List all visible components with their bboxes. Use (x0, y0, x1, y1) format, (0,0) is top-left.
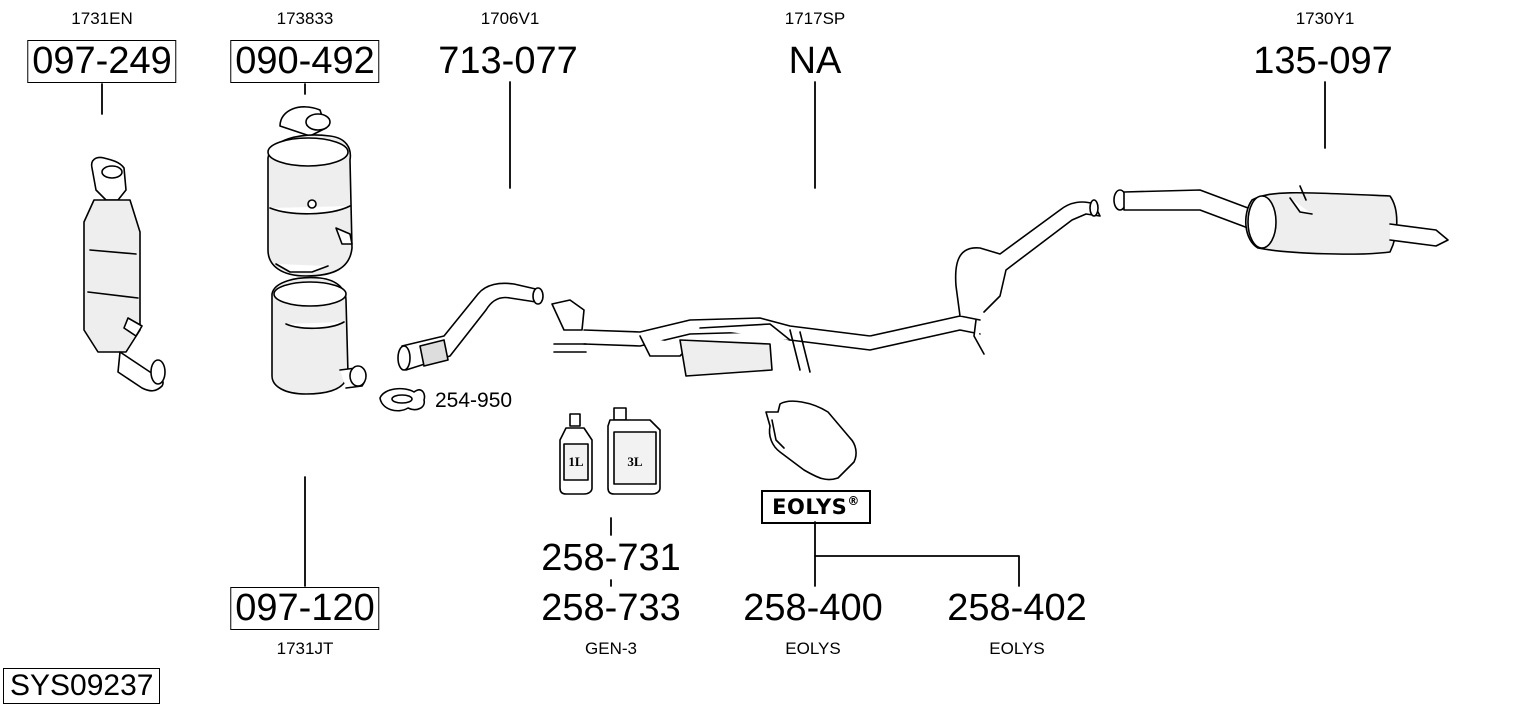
ref-eolys-258-402: EOLYS (989, 639, 1045, 658)
clamp-254-950 (379, 387, 426, 412)
front-pipe-713-077 (397, 282, 544, 371)
part-number-713-077[interactable]: 713-077 (438, 40, 578, 82)
ref-eolys-258-400: EOLYS (785, 639, 841, 658)
part-number-258-733[interactable]: 258-733 (541, 587, 681, 629)
additive-fluid-bag (765, 400, 857, 481)
part-number-258-731[interactable]: 258-731 (541, 537, 681, 579)
part-number-258-402[interactable]: 258-402 (947, 587, 1087, 629)
eolys-logo: EOLYS® (761, 490, 871, 524)
ref-173833: 173833 (276, 9, 334, 28)
part-number-258-400[interactable]: 258-400 (743, 587, 883, 629)
part-number-097-120[interactable]: 097-120 (230, 587, 380, 630)
particle-filter-top-090-492 (267, 106, 353, 277)
bottle-1l-label: 1L (568, 454, 584, 469)
ref-1731jt: 1731JT (276, 639, 334, 658)
bottle-3l-label: 3L (627, 454, 643, 469)
ref-1706v1: 1706V1 (480, 9, 540, 28)
leader-lines (101, 81, 1326, 587)
system-code: SYS09237 (3, 668, 161, 704)
part-number-na[interactable]: NA (788, 40, 842, 82)
catalytic-converter-097-249 (83, 156, 166, 392)
registered-mark: ® (847, 494, 860, 508)
ref-1730y1: 1730Y1 (1295, 9, 1355, 28)
part-number-097-249[interactable]: 097-249 (27, 40, 177, 83)
part-number-090-492[interactable]: 090-492 (230, 40, 380, 83)
particle-filter-bottom (271, 276, 367, 395)
ref-gen-3: GEN-3 (585, 639, 637, 658)
middle-pipe-na (551, 199, 1101, 377)
ref-1731en: 1731EN (71, 9, 133, 28)
part-number-254-950[interactable]: 254-950 (435, 389, 513, 412)
rear-silencer-135-097 (1113, 185, 1449, 255)
part-number-135-097[interactable]: 135-097 (1253, 40, 1393, 82)
ref-1717sp: 1717SP (784, 9, 846, 28)
additive-bottle-3l (607, 407, 661, 495)
additive-bottle-1l (559, 413, 593, 495)
